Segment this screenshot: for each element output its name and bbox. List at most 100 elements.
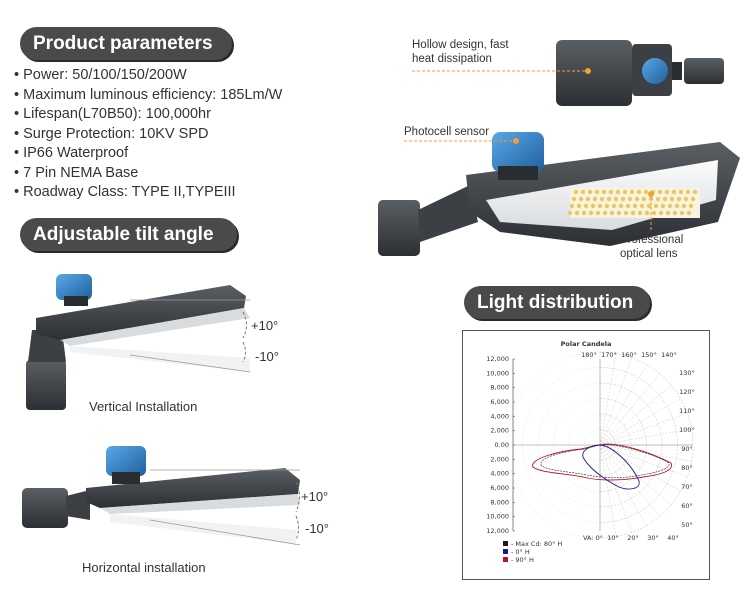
legend-swatch — [503, 549, 508, 554]
led-array — [567, 188, 700, 218]
spec-list: Power: 50/100/150/200W Maximum luminous … — [14, 66, 282, 203]
y-tick-label: 6,000 — [490, 398, 509, 406]
main-mount — [378, 200, 420, 256]
vertical-installation-fixture — [26, 274, 251, 410]
legend-label: - 90° H — [511, 556, 534, 564]
polar-grid-circle — [599, 413, 632, 477]
right-angle-label: 60° — [681, 502, 693, 510]
right-angle-label: 130° — [679, 369, 695, 377]
polar-chart-svg: Polar Candela 12,000 10,000 8,000 6,000 4,000… — [486, 340, 695, 564]
polar-grid-circle — [522, 367, 601, 523]
curve-90h — [532, 443, 673, 481]
y-tick-label: 12,000 — [486, 355, 509, 363]
legend-label: - Max Cd: 80° H — [511, 540, 562, 548]
bottom-angle-label: 40° — [667, 534, 679, 542]
top-angle-label: 180° — [581, 351, 597, 359]
polar-grid-circle — [599, 429, 616, 461]
y-tick-label: 0.00 — [495, 441, 509, 449]
right-angle-label: 50° — [681, 521, 693, 529]
top-angle-label: 140° — [661, 351, 677, 359]
curve-max — [540, 444, 670, 478]
section-title-product-parameters: Product parameters — [20, 27, 232, 60]
callout-hollow-design: Hollow design, fast heat dissipation — [412, 38, 509, 66]
y-tick-label: 8,000 — [490, 498, 509, 506]
right-angle-label: 110° — [679, 407, 695, 415]
callout-optical-lens: Professional optical lens — [620, 233, 683, 261]
spec-item: Maximum luminous efficiency: 185Lm/W — [14, 86, 282, 106]
fixture-body — [36, 285, 246, 340]
pole-mount — [26, 360, 66, 410]
polar-grid-radial — [599, 364, 647, 446]
polar-grid-circle — [599, 382, 663, 508]
vertical-tilt-minus: -10° — [255, 349, 279, 364]
polar-grid-circle — [599, 351, 694, 539]
polar-candela-chart: Polar Candela 12,000 10,000 8,000 6,000 4,000… — [462, 330, 710, 580]
right-angle-label: 70° — [681, 483, 693, 491]
vertical-installation-caption: Vertical Installation — [89, 399, 198, 414]
polar-grid-circle — [568, 413, 601, 477]
vertical-tilt-plus: +10° — [251, 318, 279, 333]
top-angle-label: 160° — [621, 351, 637, 359]
polar-grid-radial — [599, 428, 692, 446]
horizontal-installation-fixture — [22, 446, 301, 546]
photocell-sensor-icon — [492, 132, 544, 172]
y-tick-label: 8,000 — [490, 384, 509, 392]
bottom-angle-label: 30° — [647, 534, 659, 542]
polar-grid-radial — [599, 413, 688, 446]
bottom-angle-label: 10° — [607, 534, 619, 542]
lens-plate — [60, 308, 250, 346]
polar-grid-radial — [599, 444, 688, 477]
right-angle-label: 100° — [679, 426, 695, 434]
spec-item: Power: 50/100/150/200W — [14, 66, 282, 86]
section-title-adjustable-tilt: Adjustable tilt angle — [20, 218, 237, 251]
legend-label: - 0° H — [511, 548, 530, 556]
y-tick-label: 4,000 — [490, 412, 509, 420]
chart-title: Polar Candela — [561, 340, 612, 348]
top-angle-label: 150° — [641, 351, 657, 359]
right-angle-label: 80° — [681, 464, 693, 472]
spec-item: 7 Pin NEMA Base — [14, 164, 282, 184]
polar-grid-radial — [599, 444, 647, 526]
horizontal-tilt-plus: +10° — [301, 489, 329, 504]
bottom-angle-label: VA: 0° — [583, 534, 603, 542]
callout-dot — [513, 138, 519, 144]
legend-swatch — [503, 557, 508, 562]
y-tick-label: 12,000 — [486, 527, 509, 535]
y-tick-label: 4,000 — [490, 470, 509, 478]
y-tick-label: 10,000 — [486, 369, 509, 377]
polar-grid-radial — [599, 357, 632, 446]
right-angle-label: 120° — [679, 388, 695, 396]
photocell-sensor-icon — [642, 58, 668, 84]
callout-line-text: optical lens — [620, 248, 678, 260]
polar-grid-radial — [599, 398, 681, 446]
polar-grid-radial — [599, 444, 681, 492]
polar-grid-circle — [506, 351, 601, 539]
callout-line-text: Professional — [620, 234, 684, 246]
top-angle-label: 170° — [601, 351, 617, 359]
y-tick-label: 2,000 — [490, 427, 509, 435]
y-tick-label: 10,000 — [486, 513, 509, 521]
main-fixture — [378, 132, 740, 256]
polar-grid-radial — [599, 353, 617, 446]
spec-item: Surge Protection: 10KV SPD — [14, 125, 282, 145]
curve-0h — [582, 444, 640, 490]
hollow-design-view — [412, 40, 724, 106]
callout-line-text: heat dissipation — [412, 53, 492, 65]
horizontal-installation-caption: Horizontal installation — [82, 560, 206, 575]
spec-item: IP66 Waterproof — [14, 144, 282, 164]
polar-grid-circle — [599, 367, 678, 523]
spec-item: Roadway Class: TYPE II,TYPEIII — [14, 183, 282, 203]
callout-dot — [648, 191, 654, 197]
heat-sink-body — [556, 40, 632, 106]
polar-grid-radial — [599, 373, 660, 446]
bottom-angle-label: 20° — [627, 534, 639, 542]
polar-grid-radial — [599, 444, 632, 533]
polar-grid-radial — [599, 444, 617, 537]
spec-item: Lifespan(L70B50): 100,000hr — [14, 105, 282, 125]
horizontal-tilt-minus: -10° — [305, 521, 329, 536]
fixture-body — [86, 468, 300, 508]
polar-grid-circle — [584, 429, 601, 461]
callout-line-text: Hollow design, fast — [412, 39, 509, 51]
callout-dot — [585, 68, 591, 74]
